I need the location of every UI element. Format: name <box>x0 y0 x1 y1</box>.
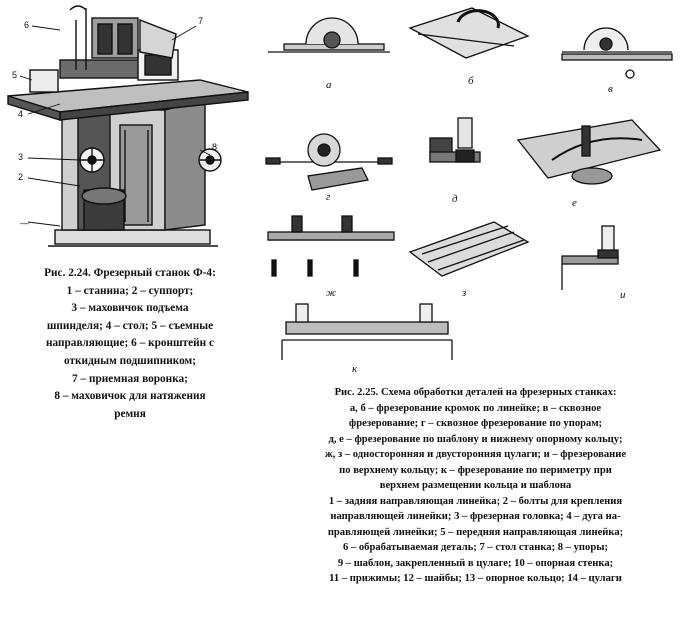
caption-line: верхнем размещении кольца и шаблона <box>379 480 572 491</box>
panel-letter-g: г <box>326 191 331 203</box>
caption-line: а, б – фрезерование кромок по линейке; в… <box>349 402 602 414</box>
figure-2-24-caption: Рис. 2.24. Фрезерный станок Ф-4: 1 – ста… <box>2 265 258 423</box>
caption-line: 11 – прижимы; 12 – шайбы; 13 – опорное к… <box>329 573 622 584</box>
caption-line: 1 – станина; 2 – суппорт; <box>66 284 194 297</box>
callout-4: 4 <box>18 109 23 119</box>
caption-title: Рис. 2.24. Фрезерный станок Ф-4: <box>44 267 216 279</box>
panel-letter-b: б <box>468 75 474 87</box>
caption-line: направляющие; 6 – кронштейн с <box>46 337 214 350</box>
processing-schemes-drawing: а б в г д е ж з и к <box>265 7 673 372</box>
caption-title: Рис. 2.25. Схема обработки деталей на фр… <box>334 387 617 398</box>
caption-line: 7 – приемная воронка; <box>72 372 188 385</box>
panel-letter-e: е <box>572 197 577 209</box>
caption-line: откидным подшипником; <box>64 354 196 367</box>
caption-line: 8 – маховичок для натяжения <box>54 390 206 403</box>
caption-line: ж, з – односторонняя и двусторонняя цула… <box>324 449 627 460</box>
caption-line: по верхнему кольцу; к – фрезерование по … <box>339 464 612 476</box>
caption-line: 9 – шаблон, закрепленный в цулаге; 10 – … <box>337 557 614 569</box>
panel-letter-zh: ж <box>326 287 337 299</box>
caption-line: ремня <box>114 407 146 420</box>
panel-letter-d: д <box>452 193 458 205</box>
milling-machine-drawing: — 2 3 4 5 6 7 8 <box>7 5 249 247</box>
callout-7: 7 <box>198 16 203 26</box>
caption-line: д, е – фрезерование по шаблону и нижнему… <box>328 433 623 445</box>
processing-schemes-figure: а б в г д е ж з и к <box>262 0 685 372</box>
panel-letter-i: и <box>620 289 626 301</box>
callout-5: 5 <box>12 70 17 80</box>
panel-letter-v: в <box>608 83 613 95</box>
figure-2-25-caption: Рис. 2.25. Схема обработки деталей на фр… <box>266 385 685 587</box>
callout-1: — <box>20 218 29 228</box>
callout-6: 6 <box>24 20 29 30</box>
caption-line: направляющей линейки; 3 – фрезерная голо… <box>330 511 621 522</box>
milling-machine-figure: — 2 3 4 5 6 7 8 <box>0 0 260 262</box>
callout-3: 3 <box>18 152 23 162</box>
panel-letter-a: а <box>326 79 332 91</box>
caption-line: шпинделя; 4 – стол; 5 – съемные <box>46 319 214 332</box>
caption-line: 3 – маховичок подъема <box>71 302 189 315</box>
callout-8: 8 <box>212 142 217 152</box>
caption-line: правляющей линейки; 5 – передняя направл… <box>327 526 624 538</box>
caption-line: 1 – задняя направляющая линейка; 2 – бол… <box>328 495 623 507</box>
callout-2: 2 <box>18 172 23 182</box>
caption-line: 6 – обрабатываемая деталь; 7 – стол стан… <box>342 542 609 553</box>
panel-letter-k: к <box>352 363 358 372</box>
caption-line: фрезерование; г – сквозное фрезерование … <box>348 418 603 429</box>
panel-letter-z: з <box>461 287 466 299</box>
